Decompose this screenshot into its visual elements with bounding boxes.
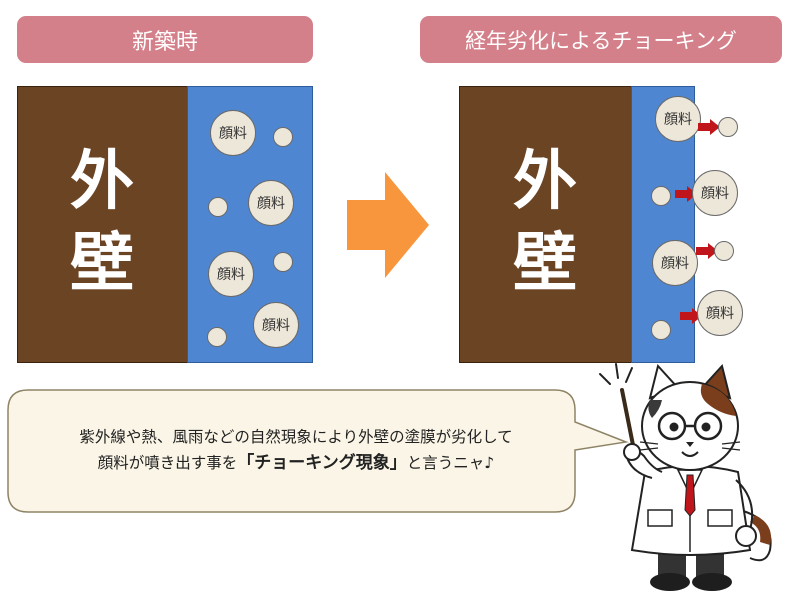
label-aged-chalking-text: 経年劣化によるチョーキング [465, 28, 737, 53]
label-new-construction-text: 新築時 [131, 29, 198, 55]
emerge-arrow-3 [696, 243, 718, 259]
label-aged-chalking: 経年劣化によるチョーキング [420, 16, 782, 63]
speech-line-2-post: と言うニャ♪ [406, 454, 495, 472]
cat-professor-illustration [599, 363, 772, 591]
pigment-dot-aged-4 [651, 320, 671, 340]
wall-aged-char-2: 壁 [513, 227, 577, 301]
speech-text: 紫外線や熱、風雨などの自然現象により外壁の塗膜が劣化して 顔料が噴き出す事を「チ… [16, 424, 576, 476]
pigment-aged-4: 顔料 [697, 290, 743, 336]
wall-aged [459, 86, 633, 363]
emerge-arrow-4 [680, 308, 702, 324]
pigment-new-1: 顔料 [210, 110, 256, 156]
speech-line-2-pre: 顔料が噴き出す事を [97, 454, 238, 472]
speech-highlight: 「チョーキング現象」 [237, 453, 407, 473]
wall-new [17, 86, 189, 363]
pigment-dot-aged-3 [714, 241, 734, 261]
pigment-dot-aged-2 [651, 186, 671, 206]
emerge-arrow-2 [675, 186, 697, 202]
wall-new-char-2: 壁 [70, 227, 134, 301]
pigment-dot-new-1 [273, 127, 293, 147]
wall-new-char-1: 外 [70, 145, 134, 219]
wall-aged-char-1: 外 [513, 145, 577, 219]
pigment-aged-1: 顔料 [655, 96, 701, 142]
speech-line-1: 紫外線や熱、風雨などの自然現象により外壁の塗膜が劣化して [79, 428, 513, 446]
pigment-new-3: 顔料 [208, 251, 254, 297]
emerge-arrow-1 [698, 119, 720, 135]
pigment-aged-3: 顔料 [652, 240, 698, 286]
transition-arrow [347, 172, 429, 278]
speech-line-2: 顔料が噴き出す事を「チョーキング現象」と言うニャ♪ [16, 450, 576, 476]
label-new-construction: 新築時 [17, 16, 313, 63]
pigment-aged-2: 顔料 [692, 170, 738, 216]
pigment-dot-aged-1 [718, 117, 738, 137]
pigment-new-4: 顔料 [253, 302, 299, 348]
pigment-new-2: 顔料 [248, 180, 294, 226]
pigment-dot-new-4 [207, 327, 227, 347]
pigment-dot-new-2 [208, 197, 228, 217]
pigment-dot-new-3 [273, 252, 293, 272]
